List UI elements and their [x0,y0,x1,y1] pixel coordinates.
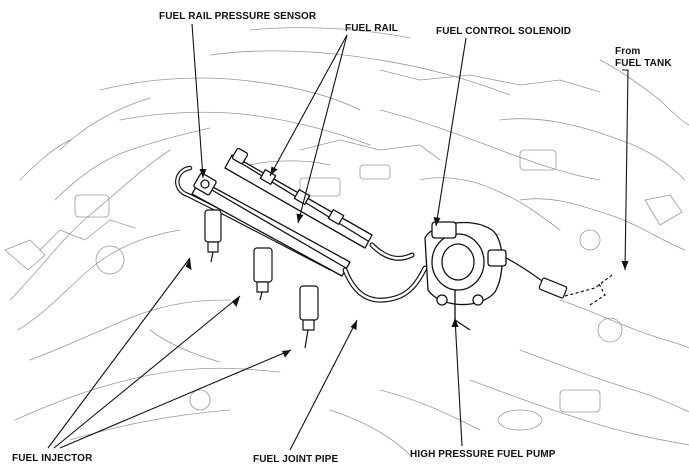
leader-lines [47,23,629,451]
fuel-injector-1 [204,209,222,263]
fuel-rail-assembly [175,147,373,277]
leader-high-pressure-fuel-pump [454,317,463,447]
callout-labels: FUEL RAIL PRESSURE SENSOR FUEL RAIL FUEL… [12,11,672,465]
fuel-joint-pipe [342,242,428,303]
arrowhead-injector-2 [232,296,240,307]
arrowhead-fuel-rail-b [296,213,304,223]
arrowhead-fuel-joint-pipe [350,320,357,330]
leader-injector-3 [59,349,292,449]
leader-fuel-rail-a [269,34,348,177]
label-fuel-tank: FUEL TANK [615,58,672,69]
leader-injector-2 [53,295,241,449]
label-fuel-rail-pressure-sensor: FUEL RAIL PRESSURE SENSOR [159,11,317,22]
leader-fuel-joint-pipe [289,319,358,451]
leader-from-fuel-tank [622,69,629,271]
high-pressure-fuel-pump [424,221,507,331]
fuel-injector-2 [253,247,273,301]
arrowhead-fuel-control-solenoid [433,217,441,226]
leader-fuel-control-solenoid [435,37,467,227]
arrowhead-high-pressure-fuel-pump [451,318,459,327]
label-fuel-joint-pipe: FUEL JOINT PIPE [253,454,338,465]
arrowhead-fuel-rail-a [270,166,278,176]
arrowhead-pressure-sensor [199,169,207,178]
arrowheads [185,166,629,358]
leader-pressure-sensor [191,23,204,179]
fuel-injector-3 [299,285,319,349]
leader-injector-1 [47,257,191,449]
label-fuel-injector: FUEL INJECTOR [12,453,93,464]
arrowhead-injector-3 [282,350,291,358]
fuel-injectors [204,209,319,349]
engine-bay-background-sketch [4,27,689,456]
label-from: From [615,46,640,57]
arrowhead-from-fuel-tank [621,261,629,270]
arrowhead-injector-1 [185,258,192,270]
label-fuel-control-solenoid: FUEL CONTROL SOLENOID [436,26,571,37]
label-fuel-rail: FUEL RAIL [345,23,398,34]
leader-fuel-rail-b [297,34,348,224]
label-high-pressure-fuel-pump: HIGH PRESSURE FUEL PUMP [410,449,556,460]
fuel-tank-feed-line [505,257,613,306]
